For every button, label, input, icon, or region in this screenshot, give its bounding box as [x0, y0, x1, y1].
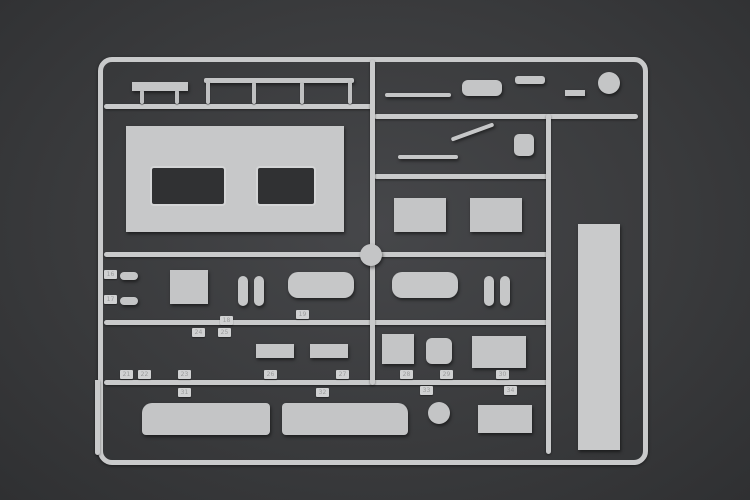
eyelet-part — [120, 297, 138, 305]
gate — [300, 82, 304, 104]
exhaust-pipe-right — [484, 276, 494, 306]
eyelet-part — [120, 272, 138, 280]
exhaust-pipe-right-2 — [500, 276, 510, 306]
spherical-part — [598, 72, 620, 94]
part-number-tag: 21 — [120, 370, 133, 379]
fender-part-left — [142, 403, 270, 435]
handrail-part — [204, 78, 354, 83]
side-panel-part — [126, 126, 344, 232]
part-number-tag: 25 — [218, 328, 231, 337]
gate — [348, 80, 352, 104]
part-number-tag: 34 — [504, 386, 517, 395]
muffler-part-left — [288, 272, 354, 298]
lever-part — [515, 76, 545, 84]
part-number-tag: 19 — [296, 310, 309, 319]
rod-part — [385, 93, 451, 97]
hatch-ring-part — [426, 338, 452, 364]
part-number-tag: 16 — [104, 270, 117, 279]
box-part — [478, 405, 532, 433]
sprue-outer-frame — [98, 57, 648, 465]
bent-pipe-part — [398, 155, 458, 159]
gate — [175, 90, 179, 104]
dome-part — [428, 402, 450, 424]
gate — [206, 80, 210, 104]
part-number-tag: 23 — [178, 370, 191, 379]
part-number-tag: 18 — [220, 316, 233, 325]
muffler-part-right — [392, 272, 458, 298]
runner-row-4 — [104, 320, 549, 325]
part-number-tag: 28 — [400, 370, 413, 379]
part-number-tag: 27 — [336, 370, 349, 379]
part-number-tag: 17 — [104, 295, 117, 304]
gate — [252, 82, 256, 104]
runner-vertical-center — [370, 60, 375, 385]
runner-top-right — [374, 114, 638, 119]
runner-vertical-right — [546, 114, 551, 454]
part-number-tag: 30 — [496, 370, 509, 379]
panel-window-right — [256, 166, 316, 206]
runner-top-row — [104, 104, 374, 109]
plate-part — [382, 334, 414, 364]
part-number-tag: 32 — [316, 388, 329, 397]
part-number-tag: 24 — [192, 328, 205, 337]
gate — [140, 90, 144, 104]
part-number-tag: 31 — [178, 388, 191, 397]
axle-bracket-part — [462, 80, 502, 96]
housing-part — [514, 134, 534, 156]
cover-plate-part — [472, 336, 526, 368]
runner-row-5 — [104, 380, 549, 385]
mount-part — [310, 344, 348, 358]
long-plate-part — [578, 224, 620, 450]
mount-part — [256, 344, 294, 358]
part-number-tag: 33 — [420, 386, 433, 395]
part-number-tag: 22 — [138, 370, 151, 379]
part-number-tag: 29 — [440, 370, 453, 379]
runner-mid-right — [374, 174, 549, 179]
toolbox-part-left — [394, 198, 446, 232]
toolbox-part-right — [470, 198, 522, 232]
bracket-part — [132, 82, 188, 91]
runner-row-3 — [104, 252, 549, 257]
seat-part — [565, 90, 585, 96]
sprue-hook — [95, 380, 100, 455]
bracket-box-part — [170, 270, 208, 304]
fender-part-right — [282, 403, 408, 435]
part-number-tag: 26 — [264, 370, 277, 379]
exhaust-pipe-left-2 — [254, 276, 264, 306]
exhaust-pipe-left — [238, 276, 248, 306]
sprue-center-hub — [360, 244, 382, 266]
panel-window-left — [150, 166, 226, 206]
